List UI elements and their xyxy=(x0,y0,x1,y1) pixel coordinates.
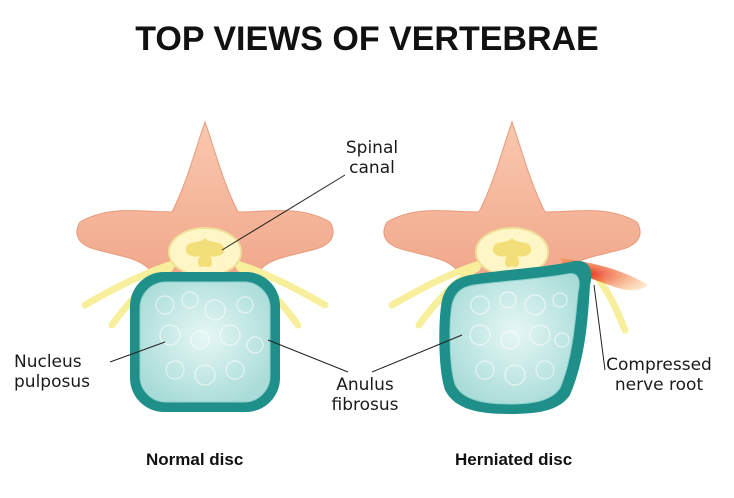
caption-normal-disc: Normal disc xyxy=(146,450,244,469)
label-compressed-nerve-root: Compressed nerve root xyxy=(606,355,712,395)
leader-lines xyxy=(109,174,606,373)
herniated-vertebra xyxy=(383,120,648,414)
normal-spinal-cord-butterfly xyxy=(185,238,225,268)
herniated-spinal-cord-butterfly xyxy=(492,238,532,268)
leader-anulus-left xyxy=(267,339,349,373)
label-anulus-fibrosus: Anulus fibrosus xyxy=(331,375,399,415)
normal-vertebra xyxy=(76,120,334,412)
normal-nucleus-texture xyxy=(155,291,264,386)
label-nucleus-pulposus: Nucleus pulposus xyxy=(14,352,90,392)
normal-nucleus-pulposus xyxy=(139,281,271,403)
herniated-nucleus-pulposus xyxy=(449,273,580,405)
label-spinal-canal: Spinal canal xyxy=(345,138,399,178)
caption-herniated-disc: Herniated disc xyxy=(455,450,573,469)
leader-spinal-canal xyxy=(221,174,346,251)
leader-nucleus-pulposus xyxy=(109,341,166,363)
herniated-nucleus-texture xyxy=(469,291,570,386)
leader-compressed-nerve xyxy=(593,284,606,371)
leader-anulus-right xyxy=(371,334,463,373)
page-title: TOP VIEWS OF VERTEBRAE xyxy=(135,20,599,58)
